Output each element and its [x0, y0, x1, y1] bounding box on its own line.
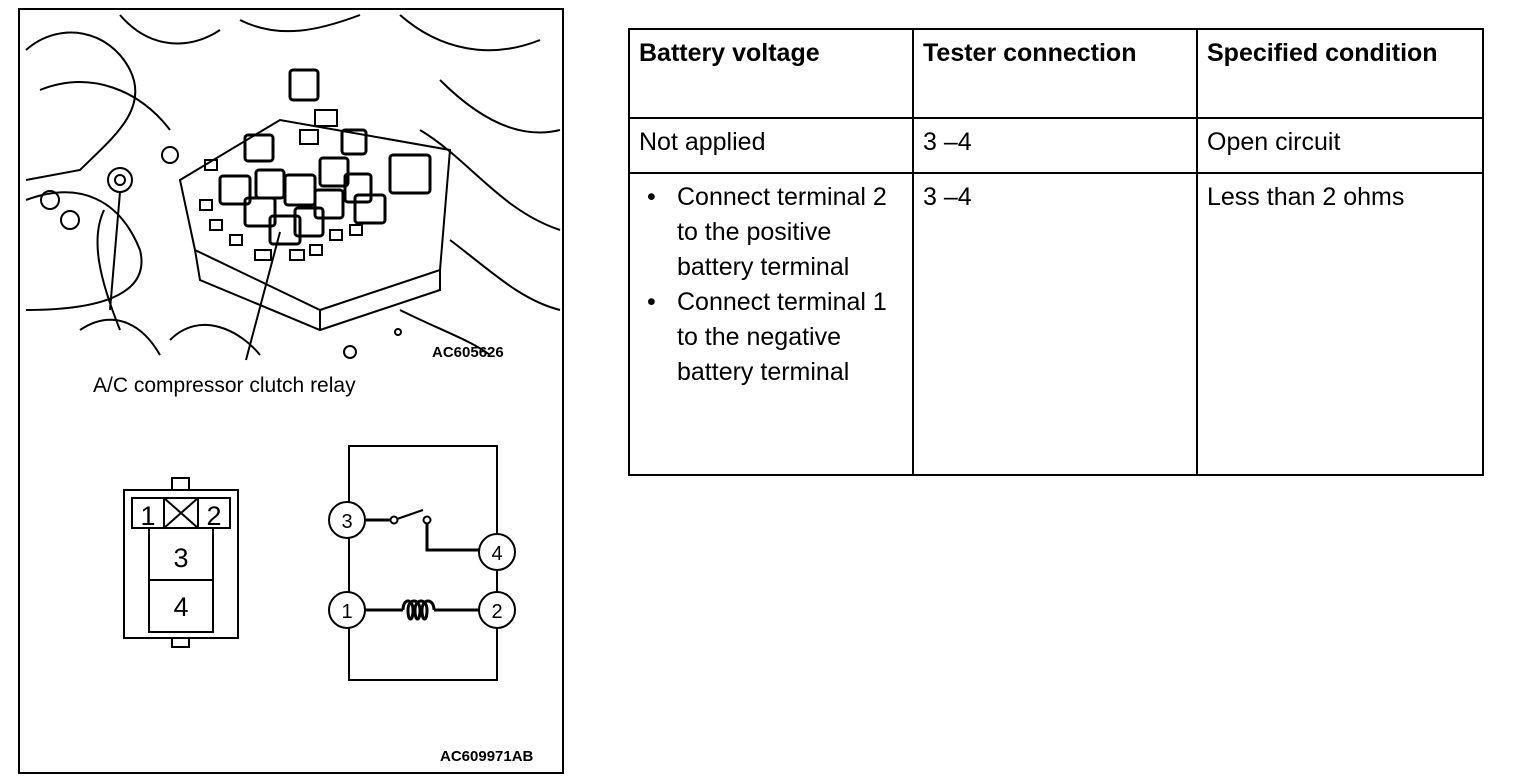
figure-code-bottom: AC609971AB — [440, 748, 534, 765]
cell-tester-connection: 3 –4 — [912, 172, 1198, 476]
relay-figure-panel: 1 2 3 4 3 4 1 2 AC605626 A/C compressor … — [18, 8, 564, 774]
schematic-terminal-3: 3 — [341, 511, 352, 533]
inspection-table: Battery voltage Tester connection Specif… — [628, 28, 1484, 476]
cell-tester-connection: 3 –4 — [912, 117, 1198, 174]
connector-pin-1: 1 — [140, 501, 155, 531]
connector-pin-4: 4 — [173, 592, 188, 622]
header-specified-condition: Specified condition — [1196, 28, 1484, 119]
table-row: Connect terminal 2 to the positive batte… — [628, 172, 1484, 476]
header-battery-voltage: Battery voltage — [628, 28, 914, 119]
table-row: Not applied 3 –4 Open circuit — [628, 117, 1484, 174]
schematic-terminal-1: 1 — [341, 601, 352, 623]
table-header-row: Battery voltage Tester connection Specif… — [628, 28, 1484, 119]
schematic-terminal-2: 2 — [491, 601, 502, 623]
cell-battery-voltage: Not applied — [628, 117, 914, 174]
list-item: Connect terminal 2 to the positive batte… — [647, 180, 903, 285]
list-item: Connect terminal 1 to the negative batte… — [647, 285, 903, 390]
relay-schematic — [328, 445, 516, 681]
cell-specified-condition: Open circuit — [1196, 117, 1484, 174]
voltage-steps-list: Connect terminal 2 to the positive batte… — [639, 180, 903, 390]
cell-specified-condition: Less than 2 ohms — [1196, 172, 1484, 476]
figure-code-top: AC605626 — [432, 344, 504, 361]
cell-battery-voltage: Connect terminal 2 to the positive batte… — [628, 172, 914, 476]
callout-label: A/C compressor clutch relay — [93, 374, 356, 397]
connector-pin-3: 3 — [173, 543, 188, 573]
connector-pin-2: 2 — [206, 501, 221, 531]
schematic-terminal-4: 4 — [491, 543, 502, 565]
engine-bay-drawing — [25, 14, 561, 361]
relay-illustration: 1 2 3 4 3 4 1 2 — [25, 14, 561, 681]
relay-connector-diagram — [123, 477, 239, 648]
header-tester-connection: Tester connection — [912, 28, 1198, 119]
